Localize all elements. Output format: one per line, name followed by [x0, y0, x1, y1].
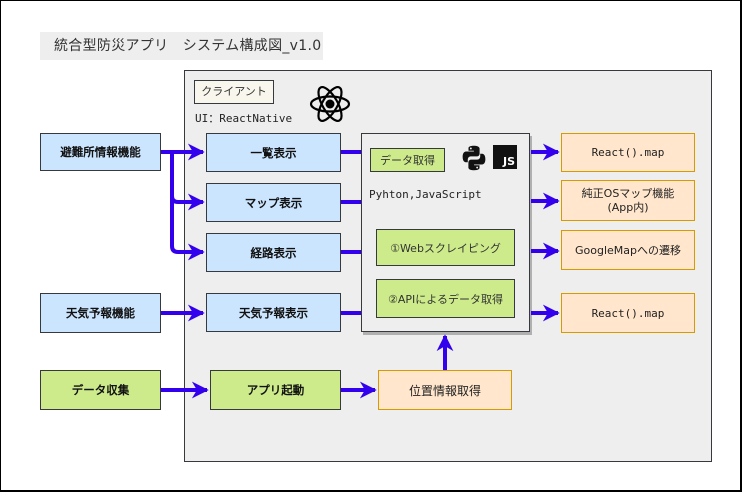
react-icon — [309, 86, 351, 122]
screen-route-view: 経路表示 — [206, 233, 341, 272]
data-fetch-label: データ取得 — [370, 148, 445, 172]
screen-label: 一覧表示 — [250, 145, 297, 160]
screen-label: アプリ起動 — [246, 383, 305, 397]
output-google-map-transition: GoogleMapへの遷移 — [561, 230, 695, 270]
diagram-title: 統合型防災アプリ システム構成図_v1.0 — [40, 32, 323, 60]
output-label-line2: (App内) — [607, 200, 649, 214]
output-react-map-weather: React().map — [561, 293, 695, 333]
feature-data-collection: データ収集 — [40, 370, 161, 410]
screen-list-view: 一覧表示 — [206, 133, 341, 172]
screen-map-view: マップ表示 — [206, 183, 341, 222]
output-native-os-map: 純正OSマップ機能 (App内) — [561, 180, 695, 221]
feature-label: データ収集 — [71, 383, 130, 397]
feature-shelter-info: 避難所情報機能 — [40, 133, 161, 171]
output-label: React().map — [591, 306, 665, 320]
screen-label: 天気予報表示 — [239, 305, 308, 320]
feature-label: 天気予報機能 — [66, 306, 135, 320]
javascript-icon: JS — [493, 145, 517, 169]
screen-app-launch: アプリ起動 — [210, 370, 341, 410]
screen-label: 経路表示 — [250, 245, 297, 260]
screen-weather-view: 天気予報表示 — [206, 293, 341, 332]
python-icon — [462, 145, 486, 171]
output-label: GoogleMapへの遷移 — [574, 244, 681, 257]
output-label-line1: 純正OSマップ機能 — [581, 186, 675, 200]
feature-label: 避難所情報機能 — [60, 145, 141, 159]
output-label: React().map — [591, 146, 665, 159]
feature-weather: 天気予報機能 — [40, 293, 161, 333]
method-web-scraping: ①Webスクレイピング — [376, 229, 515, 266]
screen-label: マップ表示 — [244, 195, 303, 210]
client-label: クライアント — [194, 80, 274, 104]
method-api-fetch: ②APIによるデータ取得 — [376, 279, 515, 318]
ui-framework-label: UI：ReactNative — [195, 112, 293, 125]
output-react-map-list: React().map — [561, 133, 695, 172]
location-acquisition: 位置情報取得 — [378, 370, 512, 410]
location-label: 位置情報取得 — [408, 383, 481, 398]
languages-label: Pyhton,JavaScript — [369, 188, 482, 201]
